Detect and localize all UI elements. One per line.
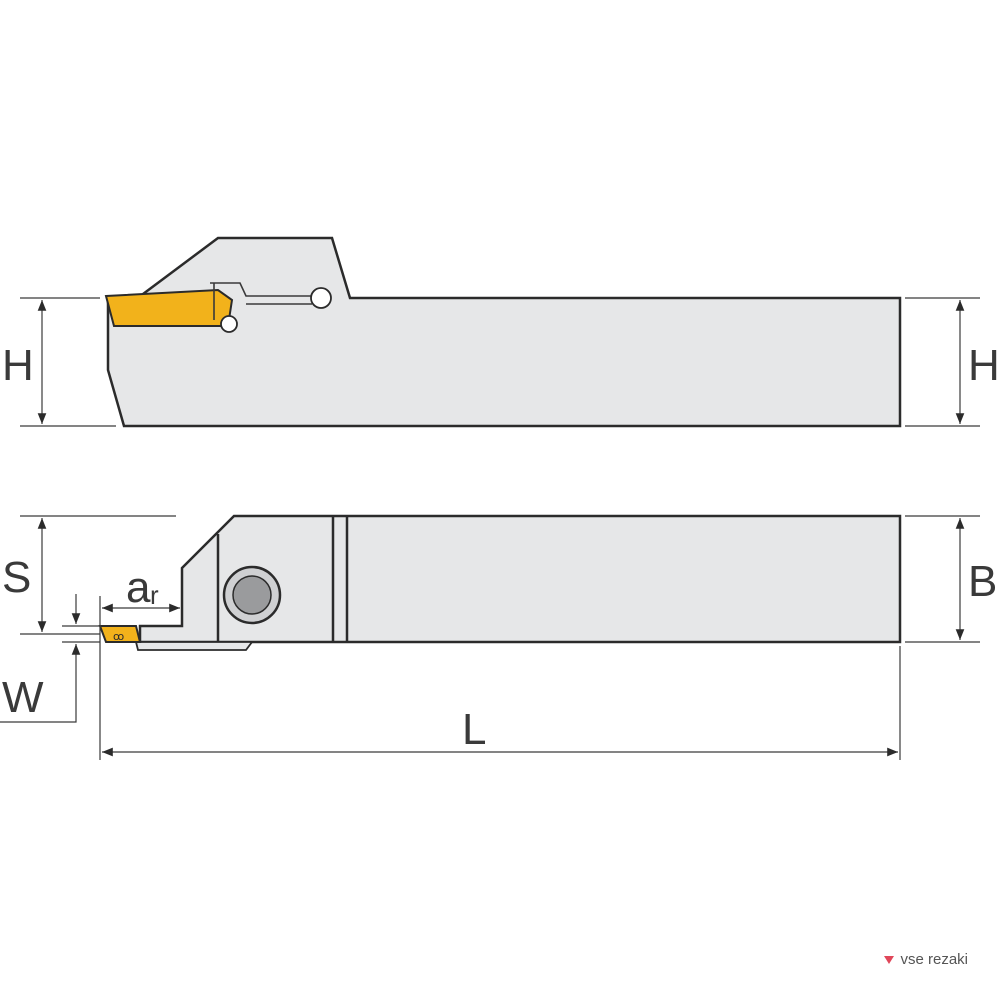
- watermark-text: vse rezaki: [900, 951, 968, 968]
- b-label: B: [968, 557, 997, 606]
- blade: [134, 641, 254, 651]
- clamp-hole: [310, 287, 332, 309]
- l-label: L: [462, 705, 486, 754]
- clamp-slot: [210, 282, 312, 320]
- w-leader: [0, 672, 77, 723]
- side-view-insert: [104, 288, 234, 327]
- plan-view-insert: [98, 625, 142, 643]
- watermark: vse rezaki: [884, 951, 968, 968]
- h-left-label: H: [2, 341, 34, 390]
- ar-label-subscript: r: [150, 580, 159, 610]
- clamp-screw-head-icon: [232, 575, 272, 615]
- clamp-screw-hole: [220, 315, 238, 333]
- plan-view: ꝏ S a r W B L: [0, 514, 997, 760]
- logo-icon: [884, 955, 895, 964]
- w-label: W: [2, 673, 44, 722]
- side-view-body: [106, 236, 902, 428]
- s-label: S: [2, 553, 31, 602]
- insert-chipbreaker-icon: ꝏ: [113, 630, 124, 643]
- side-view: H H: [2, 236, 1000, 428]
- ar-label: a: [126, 563, 151, 612]
- h-right-label: H: [968, 341, 1000, 390]
- plan-view-body: [138, 514, 902, 644]
